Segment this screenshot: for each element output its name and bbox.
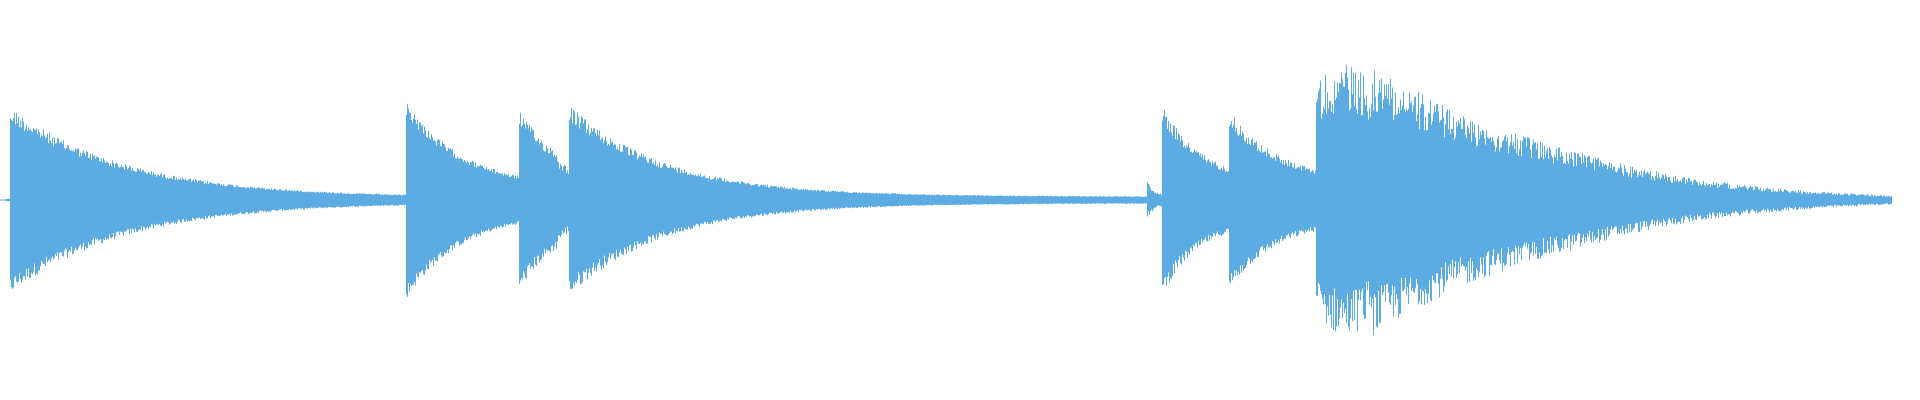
waveform-bars <box>6 65 1892 336</box>
waveform-path <box>6 65 1892 336</box>
